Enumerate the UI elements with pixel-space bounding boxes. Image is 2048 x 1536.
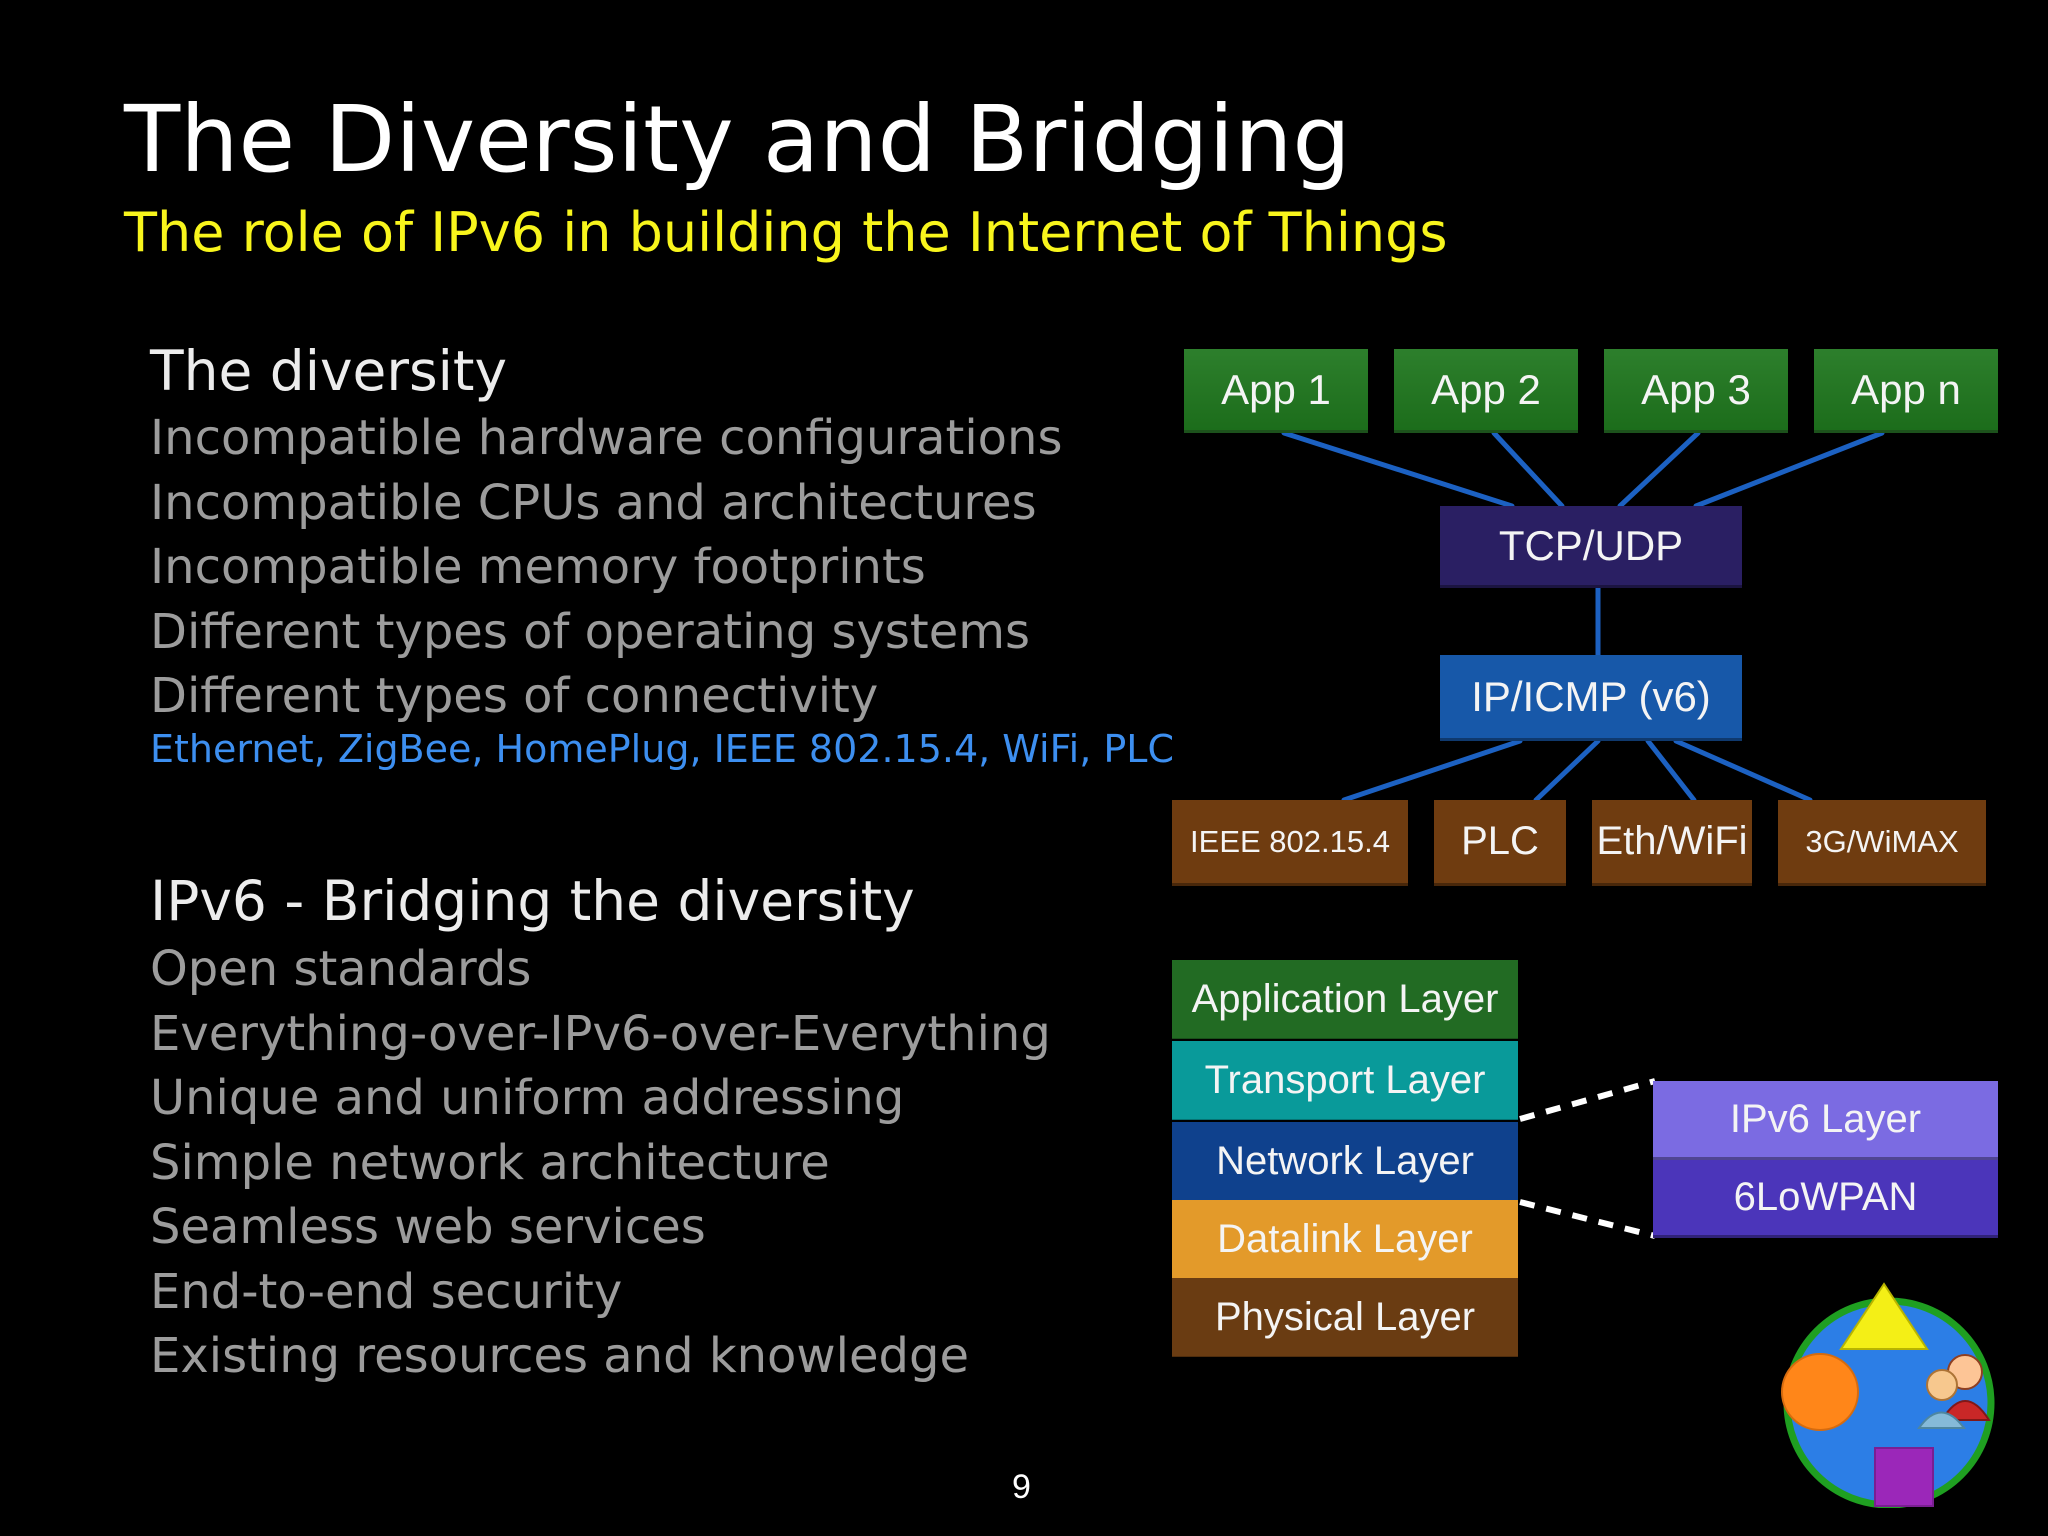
3g-wimax-box: 3G/WiMAX <box>1778 800 1986 886</box>
bridging-item: End-to-end security <box>150 1263 623 1320</box>
network-layer: Network Layer <box>1172 1122 1518 1201</box>
bridging-item: Existing resources and knowledge <box>150 1328 969 1384</box>
tcp-udp-box: TCP/UDP <box>1440 506 1742 588</box>
eth-wifi-box: Eth/WiFi <box>1592 800 1752 886</box>
app-1-box: App 1 <box>1184 349 1368 433</box>
slide-subtitle: The role of IPv6 in building the Interne… <box>124 201 1448 264</box>
transport-layer: Transport Layer <box>1172 1041 1518 1120</box>
6lowpan-layer: 6LoWPAN <box>1653 1160 1998 1238</box>
bridging-item: Simple network architecture <box>150 1134 830 1191</box>
connector-line <box>1645 738 1697 803</box>
diversity-item: Incompatible CPUs and architectures <box>150 474 1037 531</box>
plc-box: PLC <box>1434 800 1566 886</box>
ip-icmp-box: IP/ICMP (v6) <box>1440 655 1742 741</box>
connectivity-types: Ethernet, ZigBee, HomePlug, IEEE 802.15.… <box>150 727 1175 771</box>
bridging-heading: IPv6 - Bridging the diversity <box>150 869 915 933</box>
application-layer: Application Layer <box>1172 960 1518 1039</box>
diversity-item: Different types of connectivity <box>150 668 879 724</box>
connector-line <box>1693 430 1885 509</box>
connector-line <box>1617 430 1701 509</box>
app-3-box: App 3 <box>1604 349 1788 433</box>
bridging-item: Seamless web services <box>150 1199 706 1255</box>
bridging-item: Everything-over-IPv6-over-Everything <box>150 1005 1051 1062</box>
connector-line <box>1491 430 1565 509</box>
connector-line <box>1533 738 1601 803</box>
dashed-mapping-line <box>1519 1199 1656 1239</box>
ieee-802154-box: IEEE 802.15.4 <box>1172 800 1408 886</box>
physical-layer: Physical Layer <box>1172 1278 1518 1357</box>
diversity-item: Incompatible hardware configurations <box>150 410 1063 466</box>
diversity-item: Different types of operating systems <box>150 603 1030 660</box>
diversity-list: Incompatible hardware configurations Inc… <box>150 406 1062 729</box>
bridging-item: Open standards <box>150 941 532 997</box>
bridging-item: Unique and uniform addressing <box>150 1070 905 1126</box>
dashed-mapping-line <box>1519 1078 1656 1122</box>
page-number: 9 <box>1012 1468 1031 1506</box>
diversity-heading: The diversity <box>150 339 508 403</box>
bridging-list: Open standards Everything-over-IPv6-over… <box>150 937 1051 1389</box>
connector-line <box>1281 430 1515 509</box>
datalink-layer: Datalink Layer <box>1172 1200 1518 1279</box>
connector-line <box>1673 738 1813 803</box>
connector-line <box>1341 738 1523 803</box>
diversity-item: Incompatible memory footprints <box>150 539 926 595</box>
iot-shapes-people-icon <box>1781 1282 1995 1508</box>
app-n-box: App n <box>1814 349 1998 433</box>
slide-title: The Diversity and Bridging <box>124 86 1351 193</box>
app-2-box: App 2 <box>1394 349 1578 433</box>
ipv6-layer: IPv6 Layer <box>1653 1081 1998 1160</box>
